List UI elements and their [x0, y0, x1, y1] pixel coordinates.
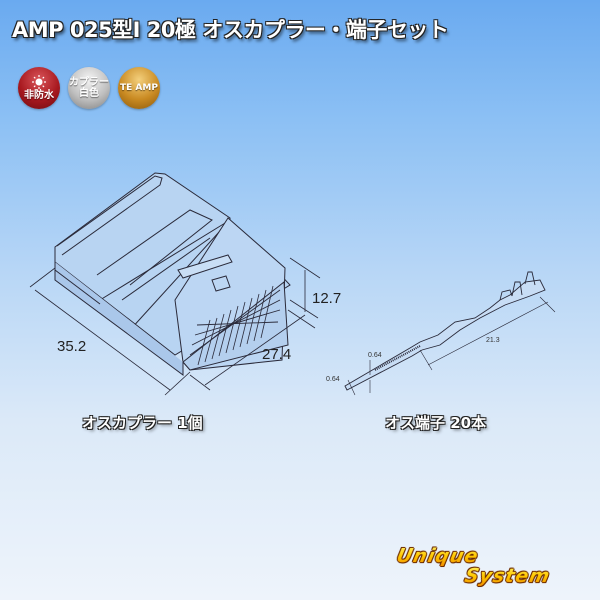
badge-label-line2: 白色 — [79, 88, 99, 99]
terminal-dimension-lines — [347, 296, 556, 396]
coupler-color-badge: カプラー 白色 — [68, 67, 110, 109]
non-waterproof-badge: 非防水 — [18, 67, 60, 109]
unique-system-logo: Unique System — [395, 545, 585, 590]
coupler-drawing — [54, 172, 291, 376]
brand-badge: TE AMP — [118, 67, 160, 109]
terminal-drawing — [344, 271, 546, 391]
terminal-tab-width-dimension: 0.64 — [368, 352, 382, 359]
coupler-height-dimension: 12.7 — [312, 290, 342, 307]
badge-label-line1: カプラー — [69, 77, 109, 88]
coupler-width-dimension: 27.4 — [262, 346, 292, 363]
terminal-tab-thickness-dimension: 0.64 — [326, 376, 340, 383]
coupler-dimension-lines — [29, 257, 321, 396]
feature-badges: 非防水 カプラー 白色 TE AMP — [18, 67, 160, 109]
badge-label: TE AMP — [120, 82, 158, 93]
coupler-length-dimension: 35.2 — [57, 338, 87, 355]
coupler-caption: オスカプラー 1個 — [82, 414, 203, 432]
terminal-caption: オス端子 20本 — [385, 414, 487, 432]
terminal-length-dimension: 21.3 — [486, 337, 500, 344]
sun-icon — [32, 75, 46, 89]
logo-line2: System — [462, 565, 553, 587]
logo-line1: Unique — [394, 545, 481, 567]
badge-label: 非防水 — [24, 90, 54, 101]
product-title: AMP 025型I 20極 オスカプラー・端子セット — [12, 18, 449, 42]
